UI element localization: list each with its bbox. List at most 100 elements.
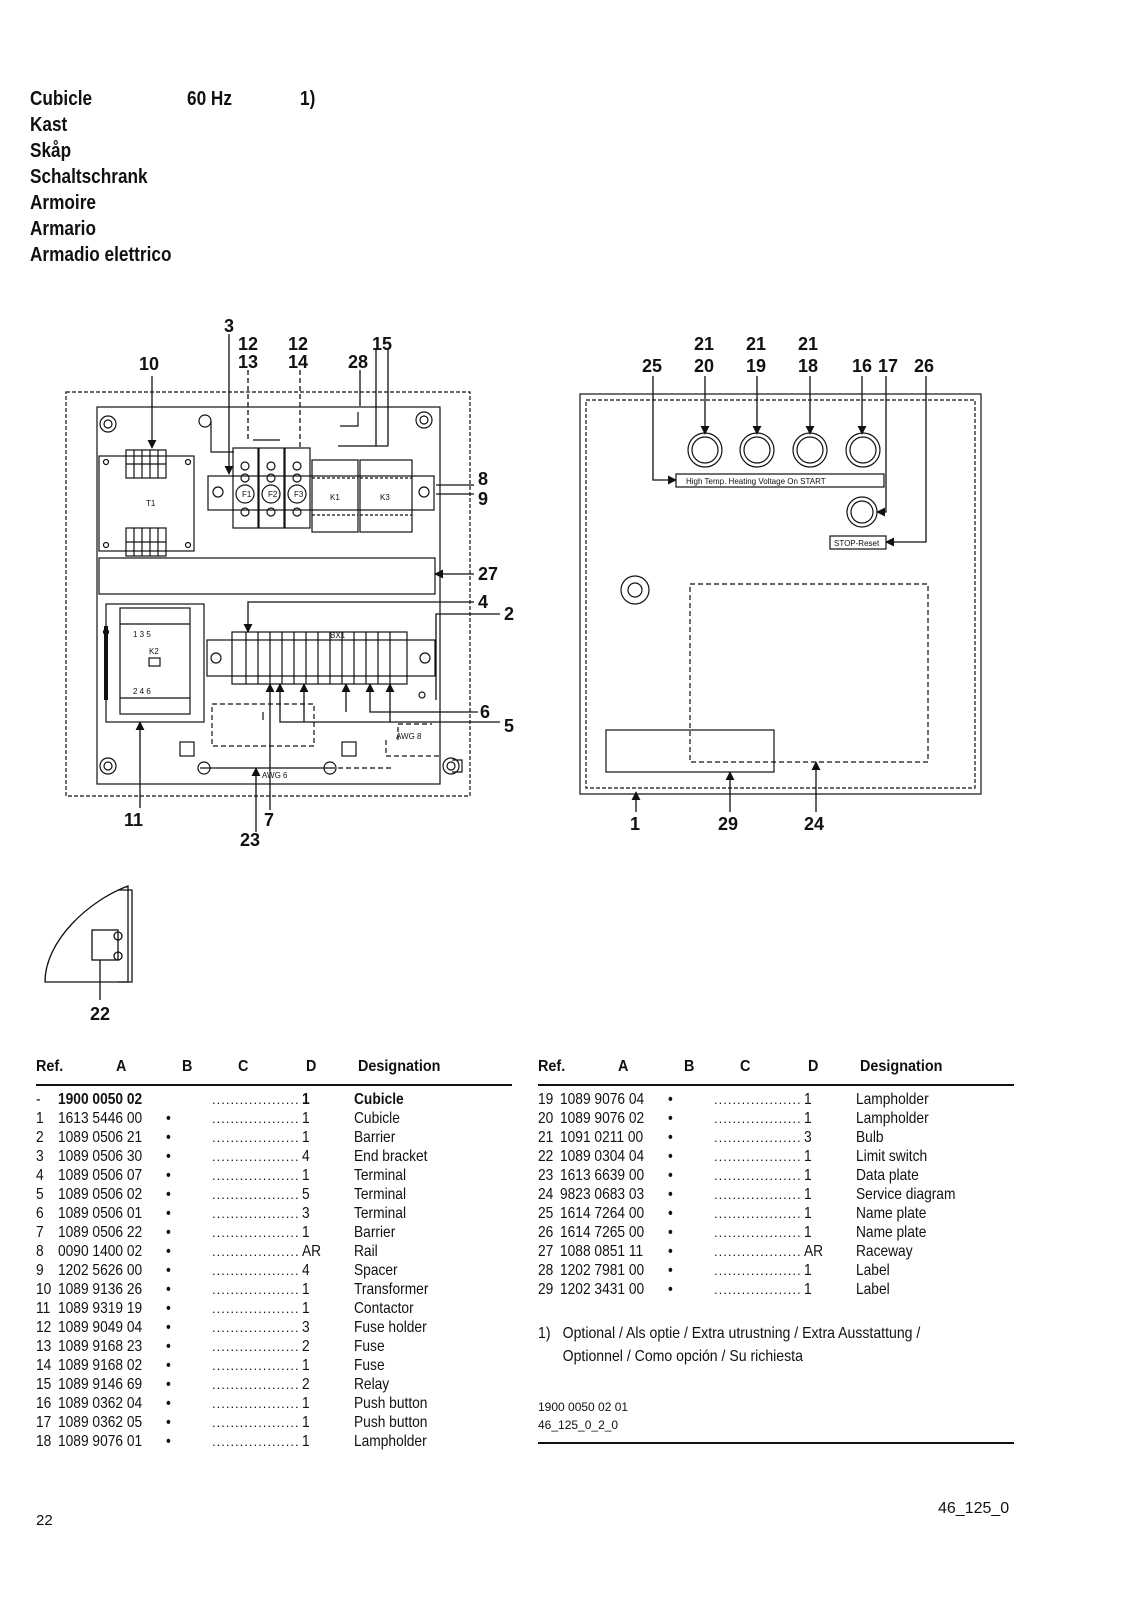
dot-leader: ........................................… <box>714 1111 802 1126</box>
cell-designation: Relay <box>354 1376 390 1393</box>
dot-leader: ........................................… <box>212 1225 300 1240</box>
relays <box>311 459 413 533</box>
cell-designation: End bracket <box>354 1148 428 1165</box>
callout-3: 3 <box>224 316 234 336</box>
cell-quantity: 1 <box>302 1300 310 1317</box>
cell-designation: Name plate <box>856 1205 927 1222</box>
cell-part-number: 1089 0304 04 <box>560 1148 645 1165</box>
cell-designation: Transformer <box>354 1281 429 1298</box>
cell-designation: Barrier <box>354 1129 396 1146</box>
cell-designation: Data plate <box>856 1167 919 1184</box>
cell-part-number: 1088 0851 11 <box>560 1243 644 1260</box>
cell-quantity: 1 <box>804 1262 812 1279</box>
callout-18: 18 <box>798 356 818 376</box>
callout-12b: 12 <box>288 334 308 354</box>
cell-b-marker: • <box>668 1205 673 1222</box>
page-number: 22 <box>36 1512 53 1529</box>
callout-1: 1 <box>630 814 640 834</box>
cell-designation: Terminal <box>354 1167 407 1184</box>
cell-designation: Push button <box>354 1395 428 1412</box>
cell-ref: 5 <box>36 1186 44 1203</box>
door-lock-icon <box>620 575 650 605</box>
cell-designation: Service diagram <box>856 1186 956 1203</box>
cell-b-marker: • <box>166 1300 171 1317</box>
cell-quantity: 1 <box>804 1091 812 1108</box>
col-b-header: B <box>684 1058 695 1075</box>
cell-quantity: 1 <box>804 1205 812 1222</box>
cell-b-marker: • <box>668 1186 673 1203</box>
cell-quantity: AR <box>302 1243 322 1260</box>
cell-designation: Lampholder <box>856 1091 929 1108</box>
cell-quantity: 1 <box>302 1110 310 1127</box>
dot-leader: ........................................… <box>212 1320 300 1335</box>
cell-designation: Label <box>856 1281 890 1298</box>
transformer-t1 <box>98 449 195 557</box>
label-f3: F3 <box>294 490 304 499</box>
cell-quantity: 1 <box>302 1224 310 1241</box>
col-d-header: D <box>808 1058 819 1075</box>
dot-leader: ........................................… <box>212 1282 300 1297</box>
dot-leader: ........................................… <box>714 1187 802 1202</box>
label-awg-6: AWG 6 <box>262 771 288 780</box>
callout-11: 11 <box>124 810 143 830</box>
title-swedish: Skåp <box>30 140 72 162</box>
table-header-rule <box>538 1084 1014 1086</box>
cell-ref: 21 <box>538 1129 554 1146</box>
title-spanish: Armario <box>30 218 96 240</box>
cell-designation: Raceway <box>856 1243 913 1260</box>
cell-ref: 23 <box>538 1167 554 1184</box>
cell-quantity: 1 <box>302 1167 310 1184</box>
label-k2-top: 1 3 5 <box>133 630 151 639</box>
cell-b-marker: • <box>668 1148 673 1165</box>
dot-leader: ........................................… <box>714 1263 802 1278</box>
cell-ref: 15 <box>36 1376 52 1393</box>
cell-quantity: AR <box>804 1243 824 1260</box>
optional-note-marker: 1) <box>300 88 316 110</box>
cell-b-marker: • <box>166 1167 171 1184</box>
cell-ref: 8 <box>36 1243 44 1260</box>
dot-leader: ........................................… <box>212 1396 300 1411</box>
col-b-header: B <box>182 1058 193 1075</box>
dot-leader: ........................................… <box>714 1206 802 1221</box>
callout-25: 25 <box>642 356 662 376</box>
label-k1: K1 <box>330 493 340 502</box>
cell-part-number: 1089 0362 04 <box>58 1395 143 1412</box>
col-ref-header: Ref. <box>538 1058 566 1075</box>
cell-b-marker: • <box>668 1224 673 1241</box>
fuse-holders <box>232 447 311 529</box>
cell-b-marker: • <box>668 1110 673 1127</box>
cell-ref: 3 <box>36 1148 44 1165</box>
dot-leader: ........................................… <box>212 1434 300 1449</box>
callout-21b: 21 <box>746 334 766 354</box>
cell-ref: 12 <box>36 1319 52 1336</box>
cell-designation: Cubicle <box>354 1091 404 1108</box>
title-list: Cubicle Kast Skåp Schaltschrank Armoire … <box>30 86 194 268</box>
cell-part-number: 1089 9076 02 <box>560 1110 645 1127</box>
service-diagram-area <box>689 583 929 763</box>
callout-27: 27 <box>478 564 498 584</box>
cell-part-number: 1613 5446 00 <box>58 1110 143 1127</box>
callout-20: 20 <box>694 356 714 376</box>
cell-designation: Fuse <box>354 1338 385 1355</box>
cubicle-door-diagram <box>579 393 982 795</box>
cell-ref: 24 <box>538 1186 554 1203</box>
raceway <box>98 557 436 595</box>
cell-ref: 13 <box>36 1338 52 1355</box>
callout-7: 7 <box>264 810 274 830</box>
cell-part-number: 1089 0506 22 <box>58 1224 143 1241</box>
label-k2-bottom: 2 4 6 <box>133 687 151 696</box>
cell-quantity: 1 <box>804 1281 812 1298</box>
cell-designation: Lampholder <box>856 1110 929 1127</box>
cell-ref: 4 <box>36 1167 44 1184</box>
left-callouts: 3 12 13 12 14 28 15 10 8 9 27 4 2 6 5 11… <box>124 316 514 850</box>
cell-ref: 9 <box>36 1262 44 1279</box>
cell-quantity: 3 <box>804 1129 812 1146</box>
cell-b-marker: • <box>166 1129 171 1146</box>
cell-ref: 18 <box>36 1433 52 1450</box>
cell-designation: Bulb <box>856 1129 884 1146</box>
mounting-screw-icon <box>99 411 460 775</box>
cell-b-marker: • <box>166 1395 171 1412</box>
callout-28: 28 <box>348 352 368 372</box>
